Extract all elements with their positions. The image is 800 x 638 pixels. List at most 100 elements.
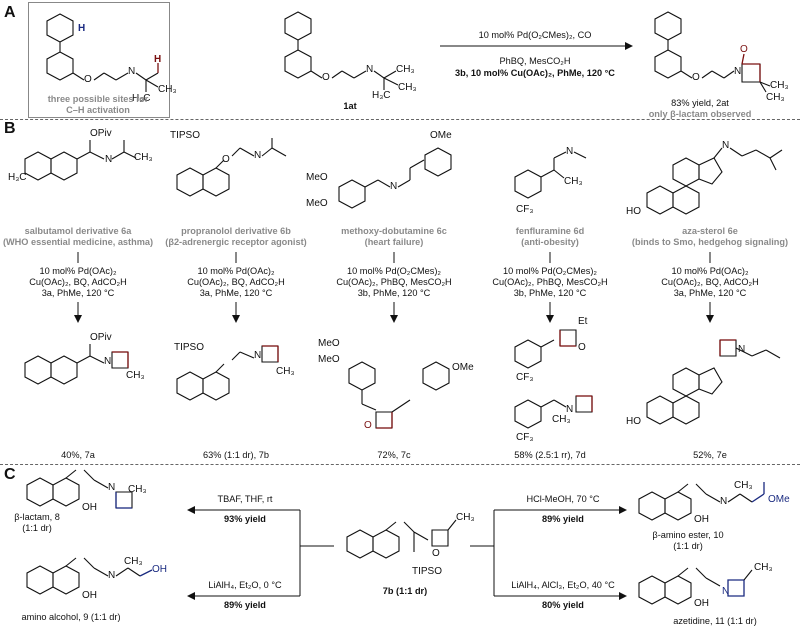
label-9: amino alcohol, 9 (1:1 dr) bbox=[21, 612, 121, 622]
atom-ch3-2: CH₃ bbox=[396, 64, 415, 75]
atom-n-7d: N bbox=[566, 404, 574, 415]
cond-b-0-2: 3a, PhMe, 120 °C bbox=[41, 288, 115, 298]
atom-ch3-5: CH₃ bbox=[766, 92, 785, 103]
atom-o-7c: O bbox=[364, 420, 372, 431]
cond-c-br: LiAlH₄, AlCl₃, Et₂O, 40 °C bbox=[511, 580, 615, 590]
atom-n-6d: N bbox=[566, 146, 574, 157]
cond-c-tl: TBAF, THF, rt bbox=[217, 494, 273, 504]
yield-2at: 83% yield, 2at bbox=[671, 98, 729, 108]
atom-oh-9b: OH bbox=[152, 564, 167, 575]
yield-c-tl: 93% yield bbox=[224, 514, 266, 524]
yield-c-bl: 89% yield bbox=[224, 600, 266, 610]
atom-n-9: N bbox=[108, 570, 116, 581]
label-1at: 1at bbox=[343, 101, 357, 111]
atom-o-2: O bbox=[322, 72, 330, 83]
result-b-0: 40%, 7a bbox=[61, 450, 95, 460]
cond-b-3-0: 10 mol% Pd(O₂CMes)₂ bbox=[503, 266, 597, 276]
structure-9 bbox=[26, 557, 153, 595]
structure-7a bbox=[24, 344, 129, 385]
cond-b-2-2: 3b, PhMe, 120 °C bbox=[357, 288, 431, 298]
structure-7b bbox=[176, 345, 279, 401]
atom-h-red: H bbox=[154, 54, 162, 65]
atom-n-11: N bbox=[722, 586, 730, 597]
atom-ch3-7d: CH₃ bbox=[552, 414, 571, 425]
cond-a-bot: 3b, 10 mol% Cu(OAc)₂, PhMe, 120 °C bbox=[455, 68, 615, 78]
substrate-name-3: fenfluramine 6d bbox=[515, 226, 585, 236]
cond-b-4-2: 3a, PhMe, 120 °C bbox=[673, 288, 747, 298]
atom-et-7d: Et bbox=[578, 316, 588, 327]
atom-cf3-6d: CF₃ bbox=[516, 204, 534, 215]
atom-ho-6e: HO bbox=[626, 206, 641, 217]
atom-ch3-7b: CH₃ bbox=[276, 366, 295, 377]
atom-oh-8: OH bbox=[82, 502, 97, 513]
atom-ome-7c: OMe bbox=[452, 362, 474, 373]
atom-n-1: N bbox=[128, 66, 136, 77]
structure-2at bbox=[654, 11, 771, 93]
result-b-2: 72%, 7c bbox=[377, 450, 411, 460]
atom-h3c-6a: H₃C bbox=[8, 172, 27, 183]
substrate-desc-2: (heart failure) bbox=[364, 237, 424, 247]
cond-b-3-2: 3b, PhMe, 120 °C bbox=[513, 288, 587, 298]
atom-meo-6c-1: MeO bbox=[306, 172, 328, 183]
atom-meo-7c-2: MeO bbox=[318, 354, 340, 365]
result-b-4: 52%, 7e bbox=[693, 450, 727, 460]
label-7b-center: 7b (1:1 dr) bbox=[382, 586, 428, 596]
atom-ch3-10: CH₃ bbox=[734, 480, 753, 491]
yield-c-br: 80% yield bbox=[542, 600, 584, 610]
structure-6e bbox=[646, 147, 783, 215]
atom-o-3: O bbox=[692, 72, 700, 83]
c-arrows bbox=[187, 506, 627, 600]
structure-10 bbox=[638, 482, 765, 521]
atom-ch3-7a: CH₃ bbox=[126, 370, 145, 381]
structure-7c bbox=[348, 361, 450, 429]
cond-b-2-0: 10 mol% Pd(O₂CMes)₂ bbox=[347, 266, 441, 276]
atom-tipso-7b-c: TIPSO bbox=[412, 566, 443, 577]
structure-8 bbox=[26, 469, 133, 509]
structure-7d bbox=[514, 329, 593, 429]
cond-b-3-1: Cu(OAc)₂, PhBQ, MesCO₂H bbox=[492, 277, 608, 287]
structure-6a bbox=[24, 140, 137, 181]
substrate-name-0: salbutamol derivative 6a bbox=[24, 226, 132, 236]
result-b-3: 58% (2.5:1 rr), 7d bbox=[514, 450, 586, 460]
atom-oh-9a: OH bbox=[82, 590, 97, 601]
atom-o-6b: O bbox=[222, 154, 230, 165]
atom-ch3-1: CH₃ bbox=[158, 84, 177, 95]
atom-n-6b: N bbox=[254, 150, 262, 161]
atom-ch3-3: CH₃ bbox=[398, 82, 417, 93]
label-10-dr: (1:1 dr) bbox=[673, 541, 703, 551]
result-b-1: 63% (1:1 dr), 7b bbox=[203, 450, 269, 460]
atom-n-6c: N bbox=[390, 181, 398, 192]
atom-n-7a: N bbox=[104, 356, 112, 367]
atom-n-6a: N bbox=[105, 154, 113, 165]
atom-n-2: N bbox=[366, 64, 374, 75]
atom-ch3-8: CH₃ bbox=[128, 484, 147, 495]
atom-h-blue: H bbox=[78, 23, 86, 34]
substrate-desc-3: (anti-obesity) bbox=[521, 237, 579, 247]
atom-ch3-9: CH₃ bbox=[124, 556, 143, 567]
substrate-name-4: aza-sterol 6e bbox=[682, 226, 738, 236]
atom-ho-7e: HO bbox=[626, 416, 641, 427]
structure-7b-central bbox=[346, 519, 457, 559]
cond-a-top: 10 mol% Pd(O₂CMes)₂, CO bbox=[478, 30, 592, 40]
atom-oh-10: OH bbox=[694, 514, 709, 525]
atom-n-8: N bbox=[108, 482, 116, 493]
cond-b-1-0: 10 mol% Pd(OAc)₂ bbox=[197, 266, 275, 276]
atom-cf3-7d-1: CF₃ bbox=[516, 372, 534, 383]
atom-n-7e: N bbox=[738, 344, 746, 355]
panel-label-b: B bbox=[4, 120, 16, 137]
activation-sites-box bbox=[28, 2, 170, 118]
atom-meo-6c-2: MeO bbox=[306, 198, 328, 209]
atom-ch3-4: CH₃ bbox=[770, 80, 789, 91]
atom-ome-10: OMe bbox=[768, 494, 790, 505]
label-10: β-amino ester, 10 bbox=[652, 530, 724, 540]
divider-ab bbox=[0, 119, 800, 120]
cond-c-bl: LiAlH₄, Et₂O, 0 °C bbox=[208, 580, 282, 590]
label-8: β-lactam, 8 bbox=[14, 512, 60, 522]
b-arrows-group bbox=[74, 252, 714, 323]
cond-b-0-1: Cu(OAc)₂, BQ, AdCO₂H bbox=[29, 277, 127, 287]
atom-opiv-6a: OPiv bbox=[90, 128, 112, 139]
atom-meo-7c-1: MeO bbox=[318, 338, 340, 349]
atom-o-1: O bbox=[84, 74, 92, 85]
atom-n-7b: N bbox=[254, 350, 262, 361]
